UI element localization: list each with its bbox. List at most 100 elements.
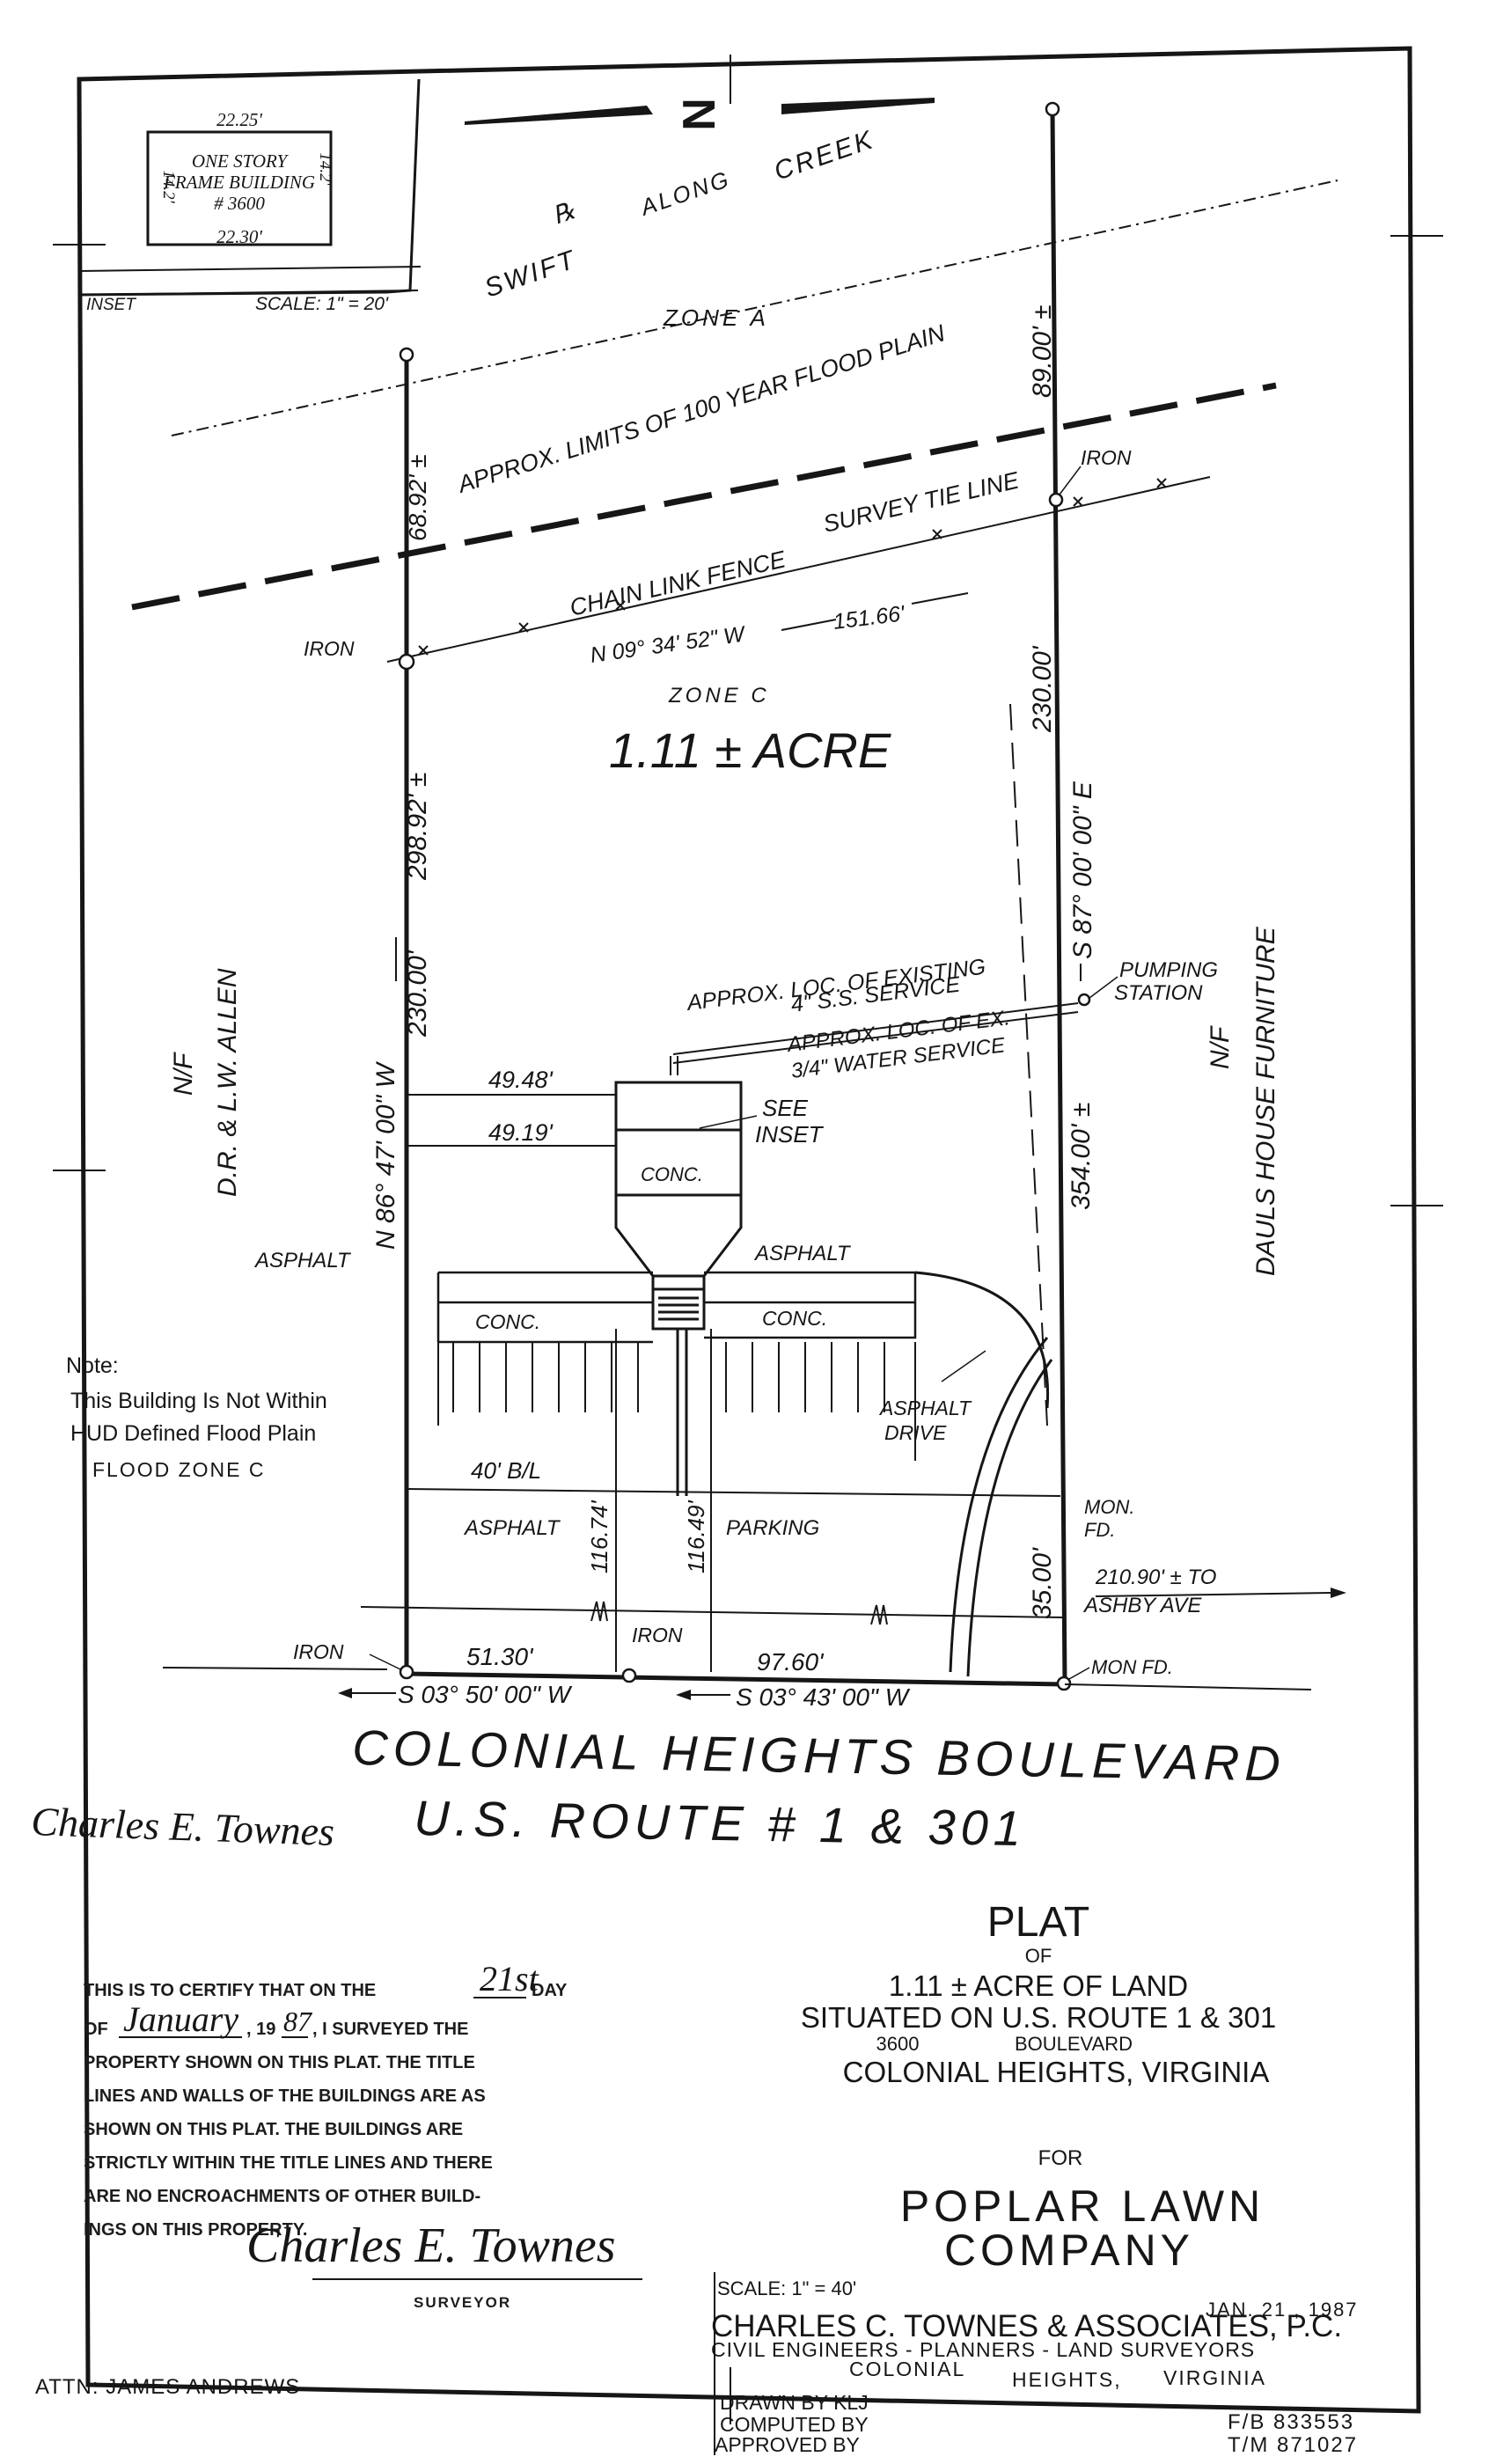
fence-label: CHAIN LINK FENCE (568, 546, 789, 621)
firm-scale: SCALE: 1" = 40' (717, 2277, 856, 2299)
right-dim-230: 230.00' (1028, 645, 1057, 733)
pump-label-2: STATION (1114, 981, 1203, 1005)
firm-date: JAN. 21 , 1987 (1206, 2299, 1359, 2321)
acreage-label: 1.11 ± ACRE (609, 722, 891, 778)
swift-creek-line (171, 180, 1338, 436)
flood-limit-label: APPROX. LIMITS OF 100 YEAR FLOOD PLAIN (453, 319, 949, 498)
pump-leader (1089, 976, 1118, 999)
dim-5130: 51.30' (466, 1643, 534, 1670)
firm-sub: CIVIL ENGINEERS - PLANNERS - LAND SURVEY… (711, 2338, 1255, 2361)
inset-top-dim: 22.25' (216, 109, 262, 130)
certificate-block: THIS IS TO CERTIFY THAT ON THE 21st DAY … (84, 1959, 642, 2311)
title-line2: SITUATED ON U.S. ROUTE 1 & 301 (801, 2001, 1276, 2034)
firm-approved: APPROVED BY (715, 2433, 860, 2456)
dim-11649: 116.49' (683, 1500, 709, 1573)
title-line3b: BOULEVARD (1015, 2033, 1133, 2055)
iron-label-northeast: IRON (1081, 446, 1132, 469)
owner-right-name: DAULS HOUSE FURNITURE (1251, 926, 1280, 1276)
property-lines (404, 108, 1067, 1687)
label-asphalt-right: ASPHALT (753, 1242, 852, 1265)
dimension-lines-building (407, 1094, 616, 1147)
left-bearing: N 86° 47' 00" W (371, 1061, 400, 1250)
client-line1: POPLAR LAWN (900, 2182, 1265, 2231)
cert-l2a: OF (84, 2020, 108, 2039)
title-of: OF (1025, 1945, 1052, 1967)
asphalt-drive-curves (914, 1271, 1053, 1677)
firm-city1: COLONIAL (849, 2358, 965, 2380)
sewer-service-line (670, 1002, 1079, 1075)
front-arrowhead-2 (676, 1690, 691, 1700)
north-arrow: N (465, 98, 935, 131)
inset-bottom-dim: 22.30' (216, 226, 262, 247)
inset-right-dim: 14.2' (316, 152, 334, 186)
ashby-label: ASHBY AVE (1082, 1594, 1202, 1617)
north-arrow-label: N (674, 98, 725, 131)
inset-building (146, 130, 333, 246)
inset-left-dim: 14.2' (159, 170, 178, 203)
tie-arrow-left (781, 619, 837, 631)
dim-4919: 49.19' (488, 1119, 554, 1146)
dim-9760: 97.60' (757, 1648, 825, 1676)
note-l3: HUD Defined Flood Plain (70, 1421, 316, 1446)
owner-right-nf: N/F (1206, 1025, 1235, 1069)
dim-21090: 210.90' ± TO (1095, 1566, 1216, 1589)
iron-leader-sw (369, 1654, 401, 1670)
flood-limit-line (131, 382, 1277, 611)
inset-building-line2: FRAME BUILDING (163, 172, 315, 193)
cert-l5: SHOWN ON THIS PLAT. THE BUILDINGS ARE (84, 2120, 463, 2139)
right-dim-354: 354.00' ± (1067, 1103, 1096, 1210)
mon-fd-leader (1068, 1667, 1090, 1680)
firm-name: CHARLES C. TOWNES & ASSOCIATES, P.C. (711, 2309, 1342, 2343)
right-dim-35: 35.00' (1028, 1547, 1057, 1619)
cert-l1b: DAY (532, 1981, 568, 2000)
note-l1: Note: (66, 1353, 119, 1378)
note-l4: FLOOD ZONE C (92, 1458, 266, 1481)
see-inset-1: SEE (762, 1095, 809, 1121)
mon-fd-2: MON FD. (1091, 1656, 1173, 1678)
parking-stalls (437, 1342, 916, 1461)
label-bl: 40' B/L (471, 1457, 541, 1484)
firm-tm: T/M 871027 (1228, 2433, 1358, 2457)
tie-line-label: SURVEY TIE LINE (821, 466, 1023, 538)
firm-block: SCALE: 1" = 40' JAN. 21 , 1987 CHARLES C… (711, 2272, 1359, 2457)
conc-top-label: CONC. (641, 1163, 703, 1185)
cert-year: 87 (283, 2006, 313, 2037)
mon-fd-1b: FD. (1084, 1519, 1115, 1541)
attn-line: ATTN: JAMES ANDREWS (35, 2375, 300, 2399)
break-symbols (590, 1601, 888, 1625)
creek-word-3: ALONG (635, 165, 734, 222)
cert-month: January (123, 1999, 238, 2039)
creek-word-4: CREEK (771, 125, 879, 187)
ashby-arrow (1095, 1592, 1331, 1597)
corner-pins (398, 101, 1091, 1691)
title-line3a: 3600 (876, 2033, 920, 2055)
front-bearing-1: S 03° 50' 00" W (398, 1681, 573, 1708)
mon-fd-1: MON. (1084, 1496, 1134, 1518)
road-line-2: U.S. ROUTE # 1 & 301 (414, 1790, 1027, 1856)
creek-word-1: SWIFT (481, 245, 581, 303)
cert-l1a: THIS IS TO CERTIFY THAT ON THE (84, 1981, 376, 2000)
creek-word-2: ℞ (549, 196, 580, 230)
label-drive-1: ASPHALT (878, 1397, 972, 1419)
fence-marks (418, 478, 1167, 656)
see-inset-2: INSET (755, 1121, 825, 1148)
cert-l3: PROPERTY SHOWN ON THIS PLAT. THE TITLE (84, 2053, 475, 2072)
iron-label-west: IRON (304, 637, 355, 660)
label-asphalt-left: ASPHALT (253, 1249, 352, 1272)
cert-l4: LINES AND WALLS OF THE BUILDINGS ARE AS (84, 2086, 486, 2106)
tie-bearing: N 09° 34' 52" W (589, 621, 748, 668)
tie-distance: 151.66' (832, 601, 906, 634)
building-footprint (614, 1081, 743, 1496)
front-arrowhead-1 (338, 1688, 352, 1698)
chain-link-fence (386, 476, 1211, 663)
zone-c-label: ZONE C (668, 684, 770, 708)
title-line1: 1.11 ± ACRE OF LAND (889, 1969, 1188, 2002)
firm-drawn: DRAWN BY KLJ (720, 2391, 869, 2414)
cert-l2c: , I SURVEYED THE (312, 2020, 468, 2039)
see-inset-leader (699, 1115, 758, 1129)
inset-label: INSET (86, 296, 136, 314)
east-fence (1009, 703, 1048, 1426)
firm-computed: COMPUTED BY (720, 2413, 869, 2436)
ashby-arrowhead (1331, 1588, 1346, 1598)
